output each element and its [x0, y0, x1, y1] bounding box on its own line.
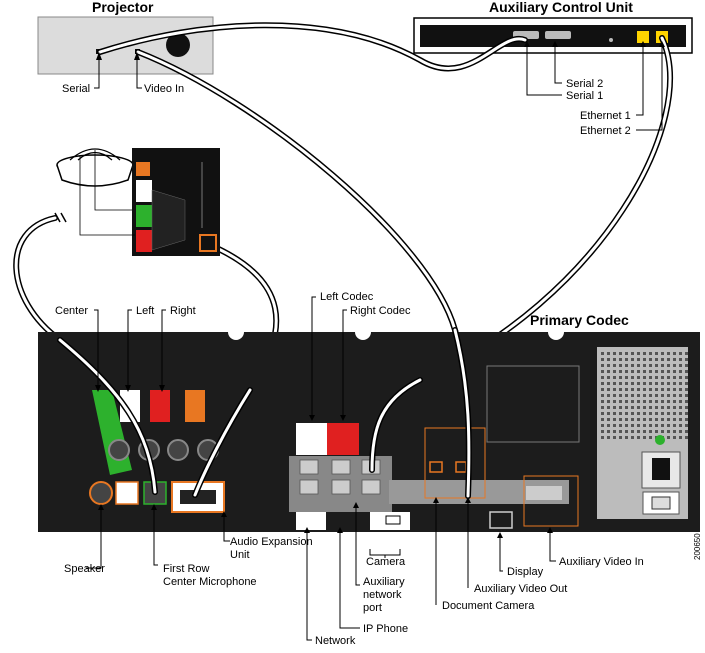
- label-camera: Camera: [366, 556, 406, 568]
- label-serial-1: Serial 1: [566, 90, 603, 102]
- label-serial-2: Serial 2: [566, 78, 603, 90]
- aeu-leaders: [79, 150, 135, 236]
- label-left-codec: Left Codec: [320, 291, 374, 303]
- leader-lines: [86, 44, 663, 641]
- cable-ends: [57, 327, 472, 499]
- acu-title: Auxiliary Control Unit: [489, 0, 633, 15]
- label-display: Display: [507, 566, 544, 578]
- label-aux-video-in: Auxiliary Video In: [559, 556, 644, 568]
- label-ip-phone: IP Phone: [363, 623, 408, 635]
- codec-title: Primary Codec: [530, 312, 629, 328]
- auxiliary-control-unit: [413, 17, 693, 54]
- projector-unit: [37, 16, 214, 75]
- label-center-microphone: Center Microphone: [163, 576, 257, 588]
- label-right: Right: [170, 305, 196, 317]
- label-speaker: Speaker: [64, 563, 105, 575]
- fan-grille-pattern: [601, 352, 688, 439]
- label-video-in: Video In: [144, 83, 184, 95]
- label-aux-network-3: port: [363, 602, 382, 614]
- label-network: Network: [315, 635, 356, 647]
- label-ethernet-1: Ethernet 1: [580, 110, 631, 122]
- figure-id: 200650: [693, 533, 702, 560]
- label-aux-network-1: Auxiliary: [363, 576, 405, 588]
- label-aux-video-out: Auxiliary Video Out: [474, 583, 567, 595]
- projector-title: Projector: [92, 0, 154, 15]
- label-left: Left: [136, 305, 154, 317]
- arrowheads: [95, 41, 665, 538]
- microphone: [54, 148, 134, 223]
- label-unit: Unit: [230, 549, 250, 561]
- label-first-row: First Row: [163, 563, 210, 575]
- label-ethernet-2: Ethernet 2: [580, 125, 631, 137]
- label-document-camera: Document Camera: [442, 600, 535, 612]
- label-right-codec: Right Codec: [350, 305, 411, 317]
- audio-expansion-unit: [132, 148, 220, 256]
- label-center: Center: [55, 305, 88, 317]
- label-serial: Serial: [62, 83, 90, 95]
- label-audio-expansion: Audio Expansion: [230, 536, 313, 548]
- label-aux-network-2: network: [363, 589, 402, 601]
